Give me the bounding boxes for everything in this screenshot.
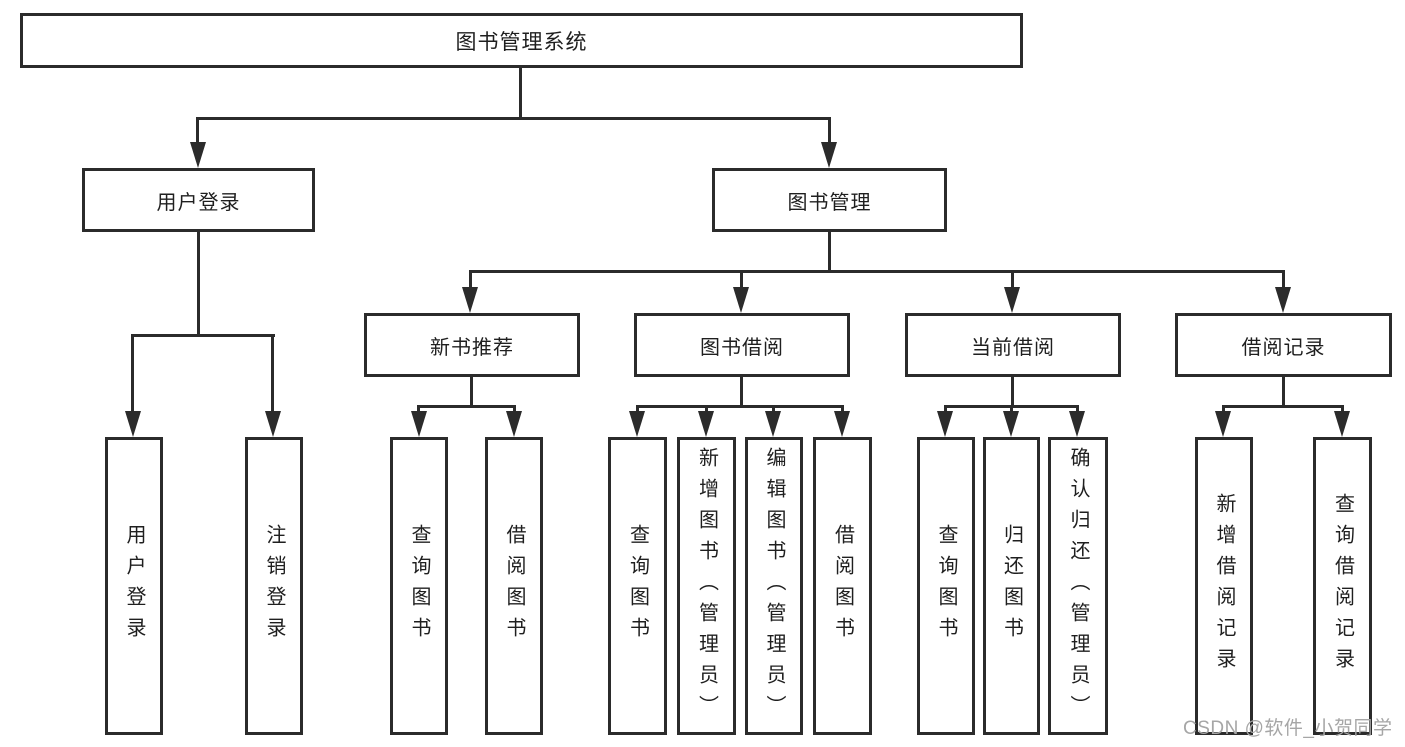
connector-book-borrow-stem [740, 377, 743, 407]
connector-drop-logout-leaf [271, 336, 274, 413]
leaf-label: 注销登录 [263, 524, 285, 648]
connector-user-login-stem [197, 232, 200, 335]
arrowhead-icon [1069, 411, 1085, 437]
arrowhead-icon [821, 142, 837, 168]
leaf-user-login: 用户登录 [105, 437, 163, 735]
leaf-label: 借阅图书 [503, 524, 525, 648]
arrowhead-icon [411, 411, 427, 437]
arrowhead-icon [765, 411, 781, 437]
node-user-login: 用户登录 [82, 168, 315, 232]
leaf-edit-books-admin: 编辑图书（管理员） [745, 437, 803, 735]
connector-current-borrow-rail [944, 405, 1079, 408]
leaf-return-books: 归还图书 [983, 437, 1040, 735]
leaf-label: 确认归还（管理员） [1067, 446, 1089, 726]
connector-drop-current-borrow [1011, 272, 1014, 290]
connector-drop-book-borrow [740, 272, 743, 290]
connector-new-book-rail [417, 405, 516, 408]
arrowhead-icon [1334, 411, 1350, 437]
arrowhead-icon [462, 287, 478, 313]
leaf-label: 新增图书（管理员） [695, 446, 718, 726]
arrowhead-icon [1003, 411, 1019, 437]
arrowhead-icon [1215, 411, 1231, 437]
node-root-library-management-system: 图书管理系统 [20, 13, 1023, 68]
connector-drop-login-leaf [131, 336, 134, 413]
connector-root-stem [519, 68, 522, 119]
leaf-label: 查询图书 [935, 524, 957, 648]
leaf-logout: 注销登录 [245, 437, 303, 735]
arrowhead-icon [937, 411, 953, 437]
arrowhead-icon [834, 411, 850, 437]
leaf-label: 借阅图书 [831, 524, 854, 648]
csdn-watermark: CSDN @软件_小贺同学 [1183, 718, 1393, 739]
leaf-borrow-books-1: 借阅图书 [485, 437, 543, 735]
node-borrow-records: 借阅记录 [1175, 313, 1392, 377]
connector-drop-book-management [828, 119, 831, 144]
connector-user-login-rail [131, 334, 275, 337]
leaf-query-books-2: 查询图书 [608, 437, 667, 735]
arrowhead-icon [698, 411, 714, 437]
leaf-label: 用户登录 [123, 524, 145, 648]
connector-level3-rail [469, 270, 1285, 273]
leaf-query-borrow-record: 查询借阅记录 [1313, 437, 1372, 735]
node-new-book-recommend: 新书推荐 [364, 313, 580, 377]
leaf-query-books-1: 查询图书 [390, 437, 448, 735]
arrowhead-icon [1004, 287, 1020, 313]
leaf-borrow-books-2: 借阅图书 [813, 437, 872, 735]
connector-borrow-records-stem [1282, 377, 1285, 407]
leaf-add-books-admin: 新增图书（管理员） [677, 437, 736, 735]
leaf-label: 归还图书 [1000, 524, 1023, 648]
leaf-confirm-return-admin: 确认归还（管理员） [1048, 437, 1108, 735]
node-book-borrow: 图书借阅 [634, 313, 850, 377]
leaf-label: 查询图书 [626, 524, 649, 648]
connector-borrow-records-rail [1222, 405, 1344, 408]
node-book-management: 图书管理 [712, 168, 947, 232]
connector-drop-user-login [196, 119, 199, 144]
arrowhead-icon [629, 411, 645, 437]
connector-book-management-stem [828, 232, 831, 272]
leaf-label: 新增借阅记录 [1213, 493, 1235, 679]
connector-level2-rail [196, 117, 831, 120]
arrowhead-icon [265, 411, 281, 437]
node-current-borrow: 当前借阅 [905, 313, 1121, 377]
leaf-label: 查询图书 [408, 524, 430, 648]
connector-new-book-stem [470, 377, 473, 407]
arrowhead-icon [733, 287, 749, 313]
leaf-query-books-3: 查询图书 [917, 437, 975, 735]
connector-drop-borrow-records [1282, 272, 1285, 290]
arrowhead-icon [1275, 287, 1291, 313]
leaf-label: 查询借阅记录 [1331, 493, 1354, 679]
leaf-label: 编辑图书（管理员） [763, 446, 785, 726]
arrowhead-icon [190, 142, 206, 168]
connector-current-borrow-stem [1011, 377, 1014, 407]
leaf-add-borrow-record: 新增借阅记录 [1195, 437, 1253, 735]
connector-book-borrow-rail [636, 405, 844, 408]
arrowhead-icon [506, 411, 522, 437]
connector-drop-new-book [469, 272, 472, 290]
arrowhead-icon [125, 411, 141, 437]
